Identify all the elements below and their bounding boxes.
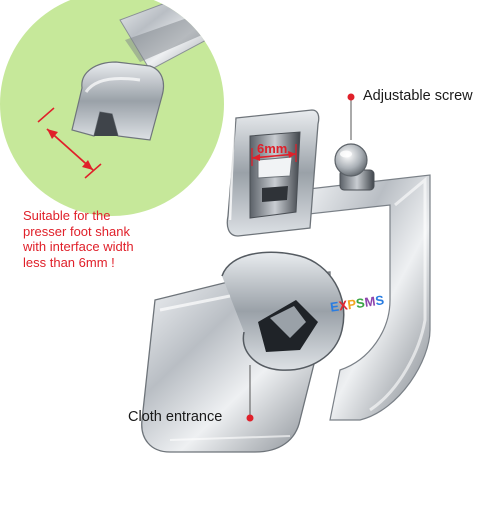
note-line: presser foot shank (23, 223, 130, 239)
presser-foot (141, 109, 431, 453)
cloth-entrance-label: Cloth entrance (128, 409, 223, 425)
dimension-marker (251, 144, 297, 166)
note-line: with interface width (23, 239, 134, 254)
dimension-label: 6mm (257, 141, 288, 156)
compatibility-note: Suitable for the presser foot shank with… (23, 208, 223, 270)
adjustable-screw-label: Adjustable screw (363, 88, 473, 104)
screw-callout (347, 93, 355, 140)
note-line: Suitable for the (23, 208, 111, 223)
cloth-entrance-callout (246, 365, 254, 422)
note-line: less than 6mm ! (23, 254, 115, 270)
zoom-detail-circle (0, 0, 224, 216)
